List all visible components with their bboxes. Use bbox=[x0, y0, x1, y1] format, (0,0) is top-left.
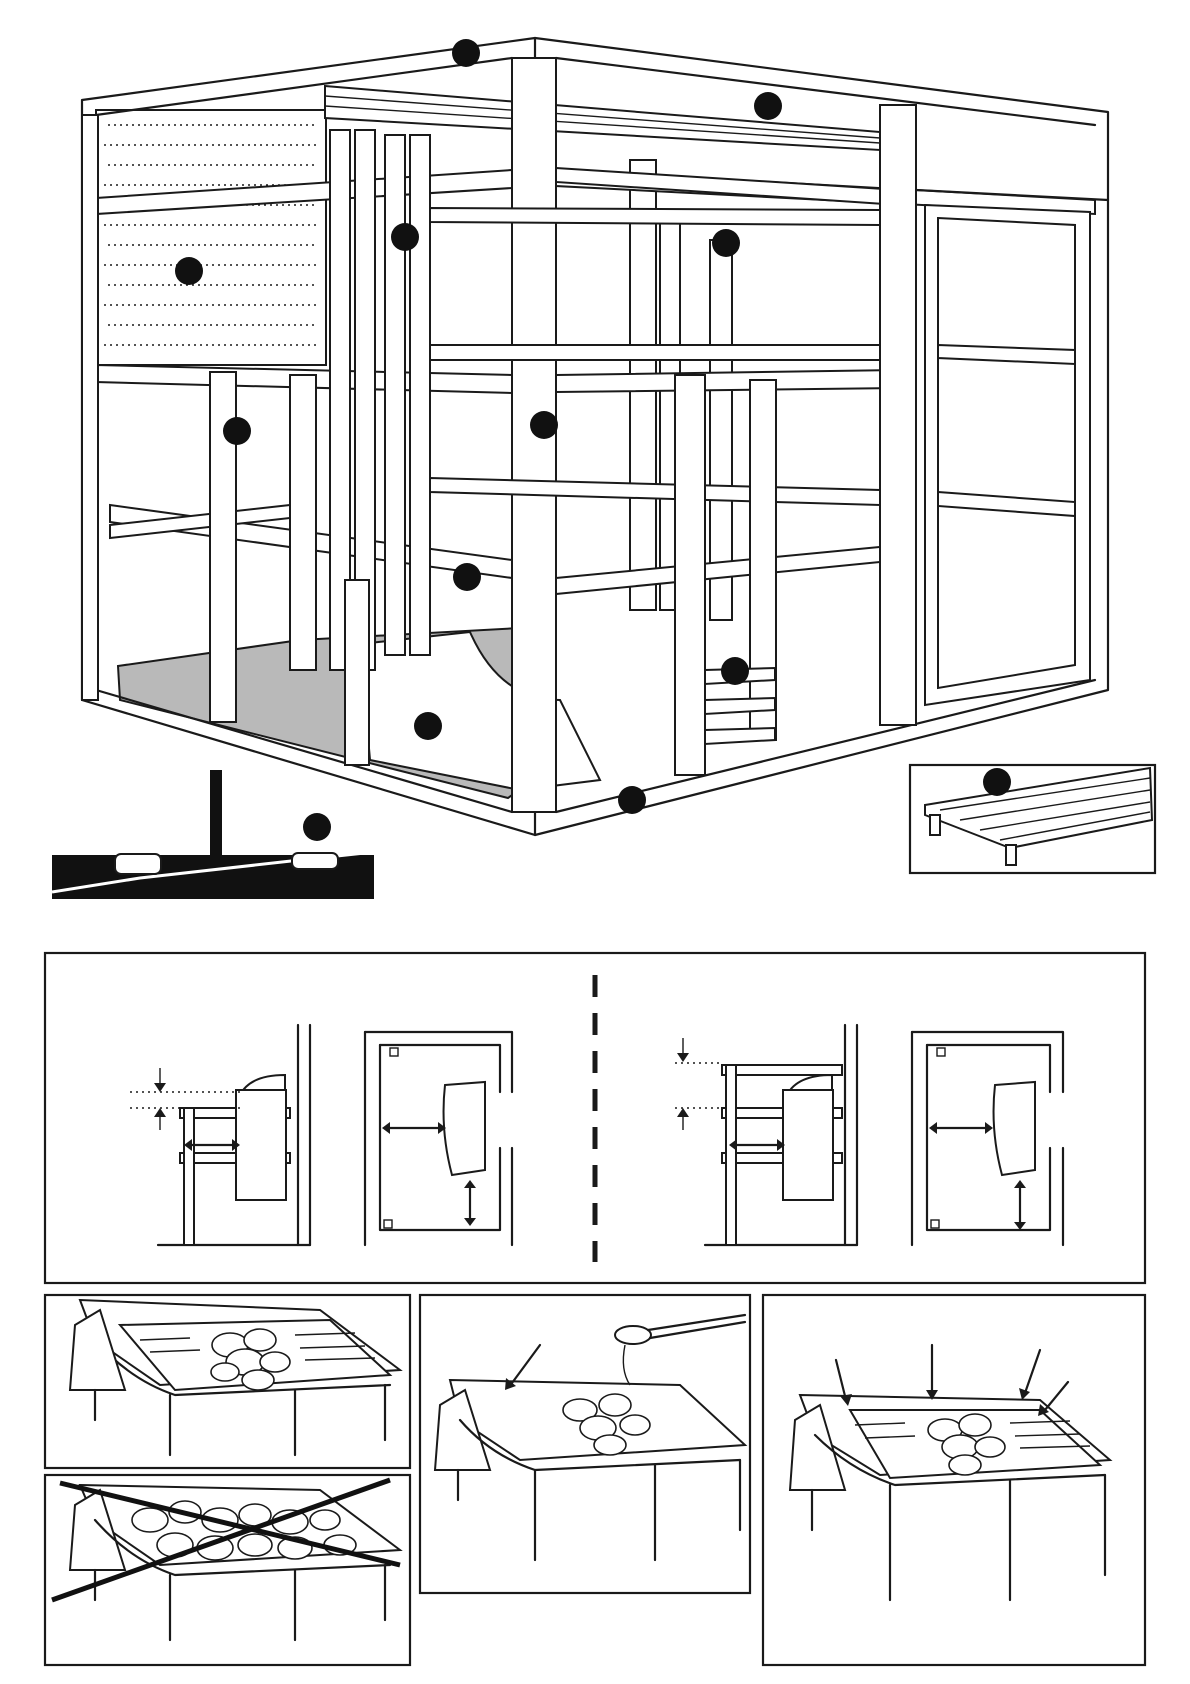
callout-marker bbox=[721, 657, 749, 685]
callout-marker bbox=[414, 712, 442, 740]
callout-marker bbox=[175, 257, 203, 285]
callout-marker bbox=[530, 411, 558, 439]
callout-marker bbox=[754, 92, 782, 120]
wall-insulation-panel bbox=[96, 110, 326, 365]
stones-wrong-panel bbox=[45, 1475, 410, 1665]
water-pouring-panel bbox=[420, 1295, 750, 1593]
callout-marker bbox=[303, 813, 331, 841]
door-stud bbox=[880, 105, 916, 725]
heater-clearance-panel bbox=[45, 953, 1145, 1283]
callout-marker bbox=[452, 39, 480, 67]
door-opening bbox=[938, 218, 1075, 688]
callout-marker bbox=[453, 563, 481, 591]
bench-detail bbox=[910, 765, 1155, 873]
callout-marker bbox=[223, 417, 251, 445]
stones-correct-panel bbox=[45, 1295, 410, 1468]
callout-marker bbox=[712, 229, 740, 257]
ceiling-boards bbox=[325, 86, 880, 150]
sauna-frame bbox=[82, 38, 1108, 835]
callout-marker bbox=[618, 786, 646, 814]
callout-marker bbox=[983, 768, 1011, 796]
callout-marker bbox=[391, 223, 419, 251]
floor-drain-detail bbox=[52, 770, 374, 899]
heater-gaps-panel bbox=[763, 1295, 1145, 1665]
